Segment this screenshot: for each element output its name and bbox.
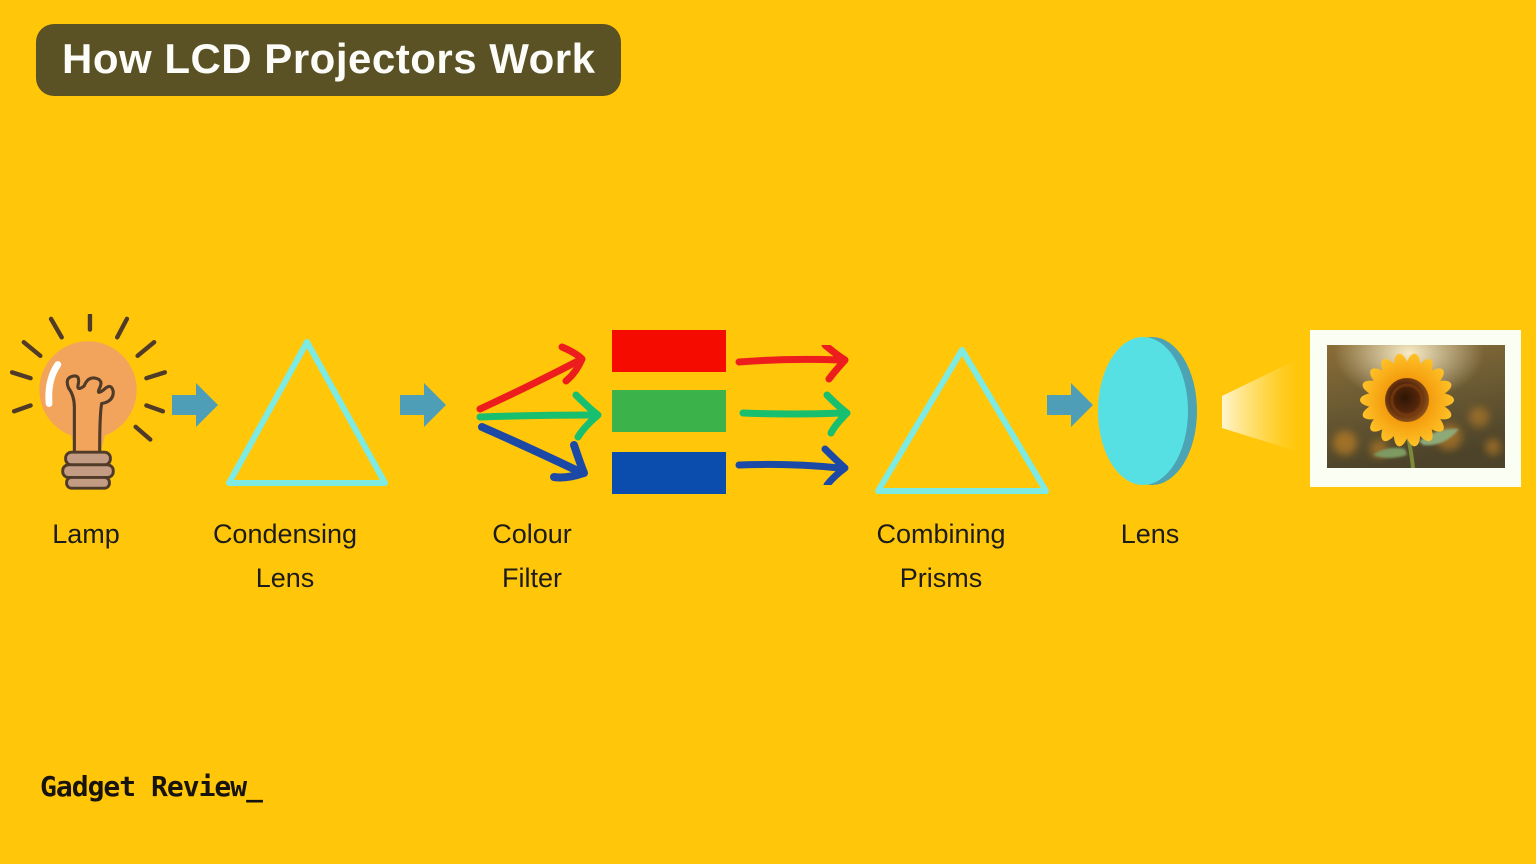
projection-lens-icon <box>1098 337 1197 485</box>
label-condensing-lens: Condensing Lens <box>212 519 358 593</box>
flow-arrow-icon <box>172 383 218 427</box>
flow-arrow-icon <box>1047 383 1093 427</box>
rgb-output-arrows-icon <box>735 345 851 485</box>
rgb-split-arrows-icon <box>476 343 602 482</box>
projected-image <box>1310 330 1521 487</box>
label-lamp: Lamp <box>52 519 120 549</box>
blue-filter-bar <box>612 452 726 494</box>
brand-logo: Gadget Review_ <box>40 770 263 803</box>
light-beam <box>1222 360 1296 451</box>
red-filter-bar <box>612 330 726 372</box>
page-title: How LCD Projectors Work <box>36 24 622 96</box>
green-filter-bar <box>612 390 726 432</box>
label-lens: Lens <box>1120 519 1180 549</box>
lamp-icon <box>9 314 168 490</box>
flow-arrow-icon <box>400 383 446 427</box>
condensing-lens-icon <box>226 339 388 486</box>
label-colour-filter: Colour Filter <box>492 519 572 593</box>
label-combining-prisms: Combining Prisms <box>876 519 1006 593</box>
sunflower-photo <box>1327 345 1505 468</box>
combining-prism-icon <box>875 347 1049 494</box>
